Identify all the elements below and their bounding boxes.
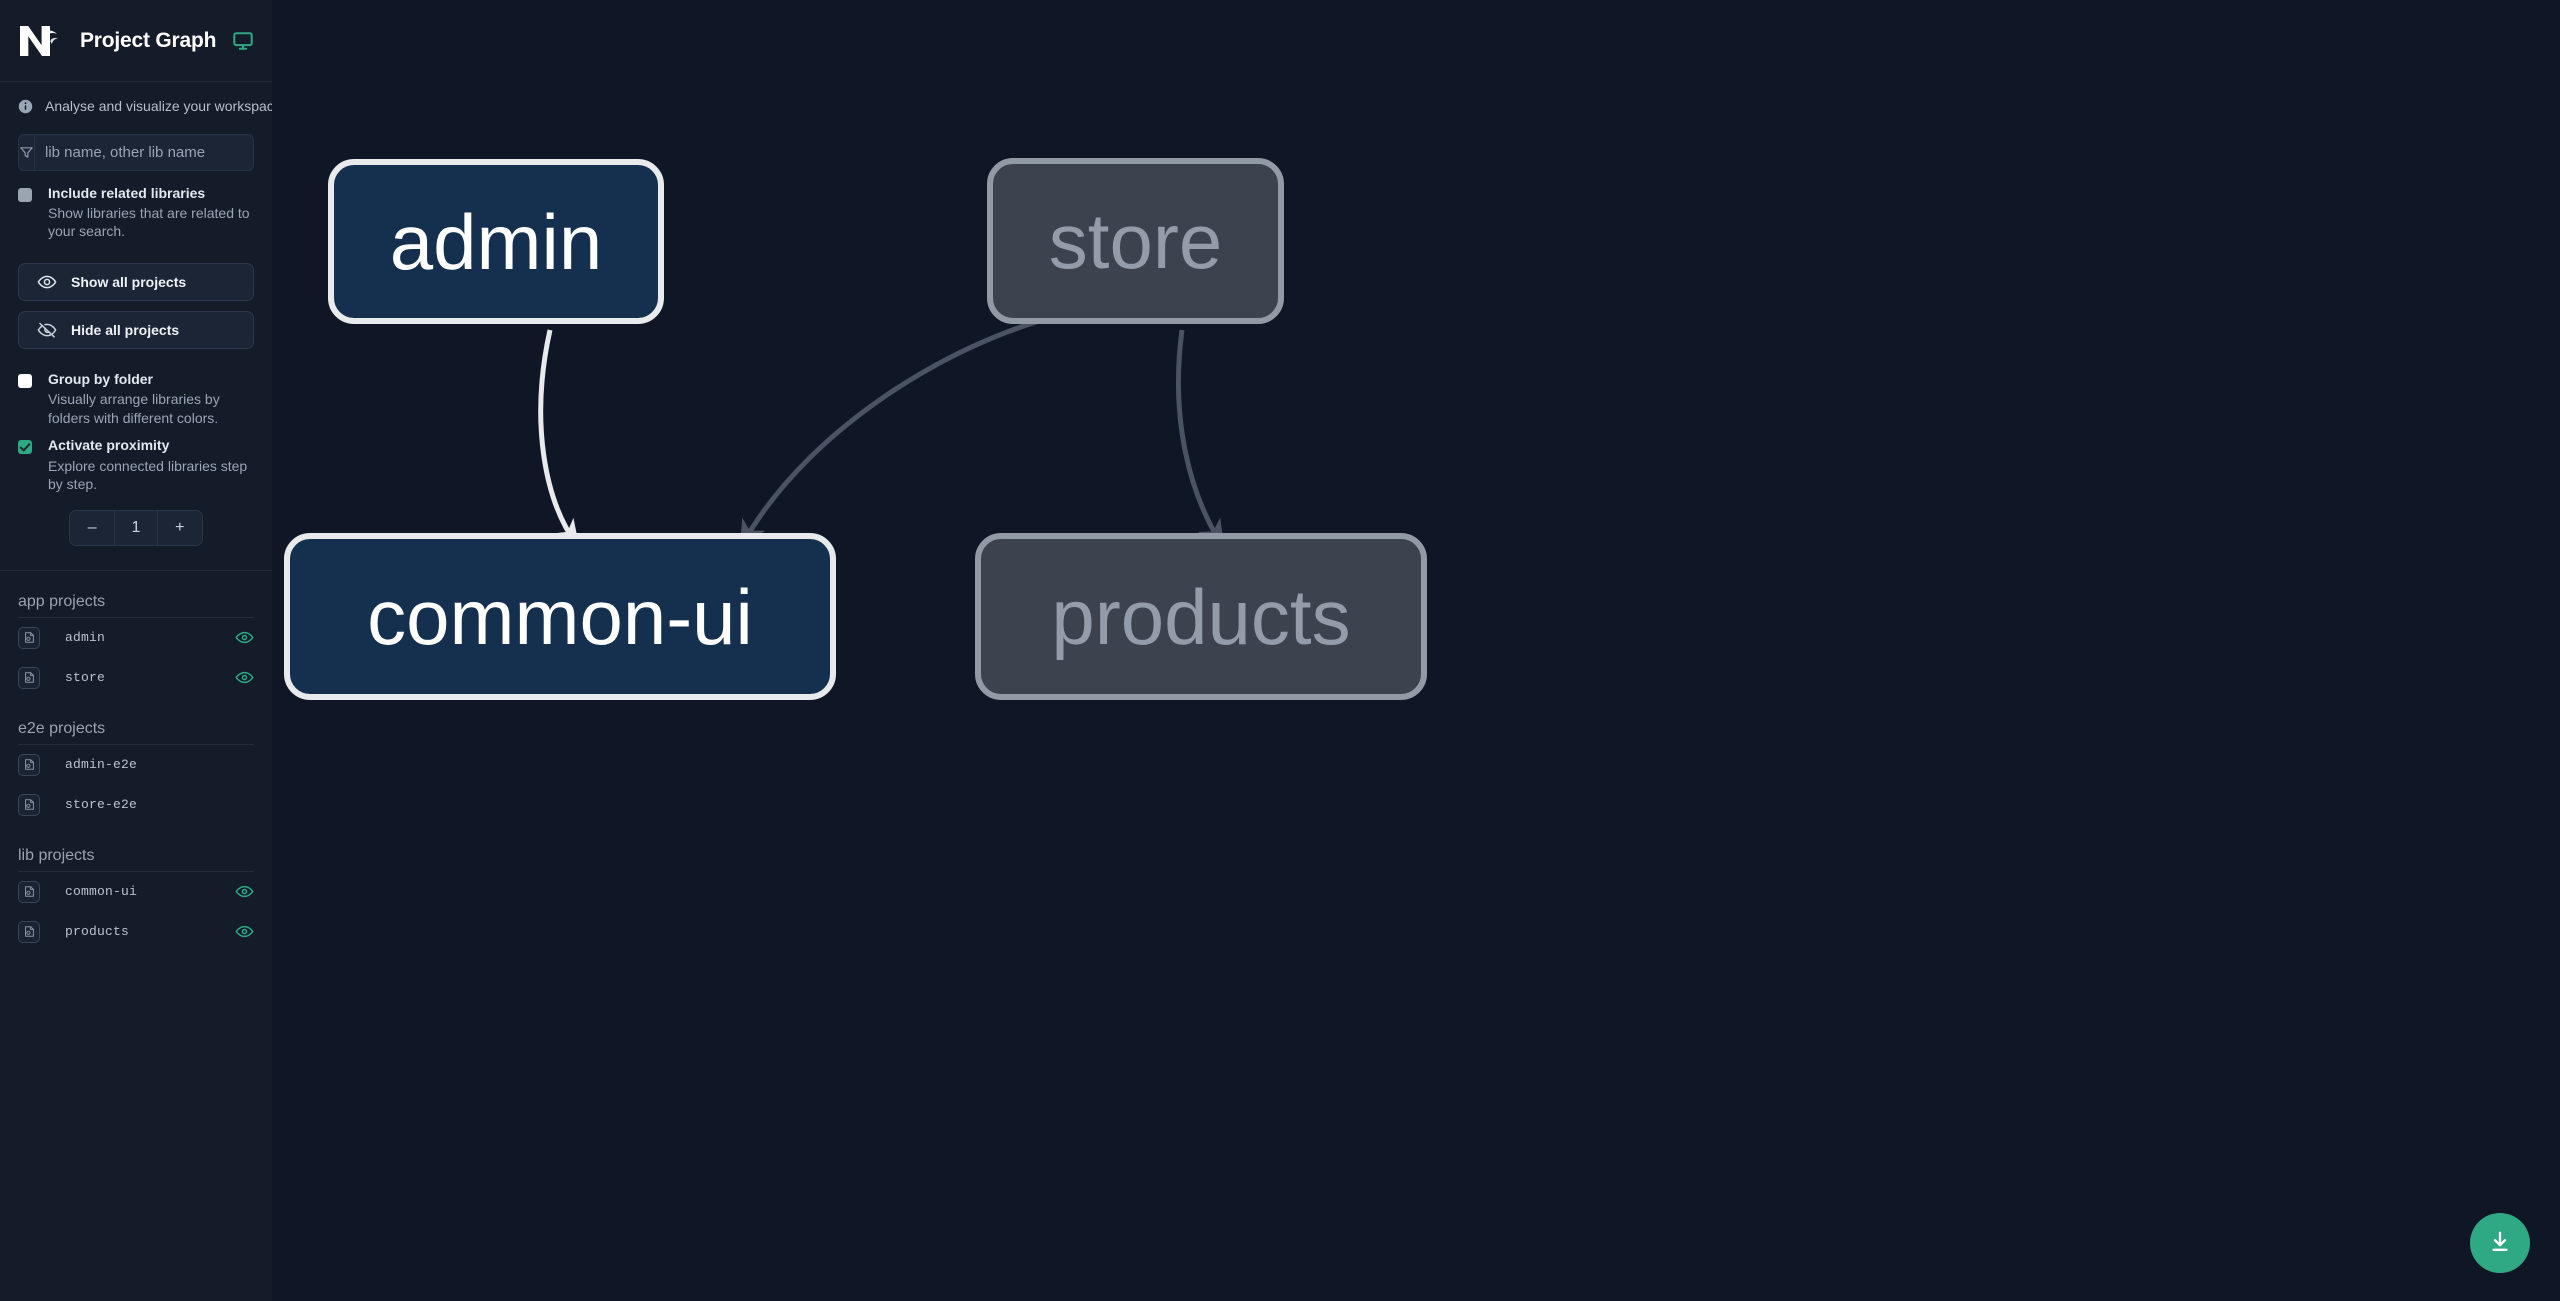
include-related-libraries-description: Show libraries that are related to your … [48, 205, 250, 240]
graph-node-common-ui[interactable]: common-ui [284, 533, 836, 700]
graph-node-store[interactable]: store [987, 158, 1284, 324]
info-icon [18, 99, 33, 114]
sidebar-tagline: Analyse and visualize your workspace. [0, 82, 272, 124]
project-visibility-eye-icon[interactable] [235, 628, 254, 647]
include-related-libraries-checkbox[interactable] [18, 187, 32, 202]
graph-node-products[interactable]: products [975, 533, 1427, 700]
project-icon [18, 793, 40, 816]
option-include-related-libraries[interactable]: Include related libraries Show libraries… [0, 171, 272, 241]
edge-admin-to-common-ui [538, 329, 580, 549]
sidebar-tagline-text: Analyse and visualize your workspace. [45, 98, 272, 114]
proximity-decrement-button[interactable]: – [87, 518, 97, 536]
activate-proximity-description: Explore connected libraries step by step… [48, 457, 248, 493]
monitor-icon[interactable] [232, 30, 254, 52]
project-name: common-ui [65, 884, 138, 900]
nx-logo-icon [18, 22, 62, 60]
show-all-projects-label: Show all projects [71, 273, 187, 290]
project-name: admin [65, 630, 106, 646]
graph-node-admin[interactable]: admin [328, 159, 664, 324]
project-name: store-e2e [65, 797, 138, 813]
option-group-by-folder[interactable]: Group by folder Visually arrange librari… [0, 349, 272, 427]
project-visibility-eye-icon[interactable] [235, 882, 254, 901]
project-name: store [65, 670, 106, 686]
search-input[interactable] [35, 134, 253, 170]
proximity-increment-button[interactable]: + [175, 518, 185, 536]
funnel-icon[interactable] [19, 134, 35, 170]
eye-off-icon [37, 320, 57, 340]
project-group-e2e: e2e projects admin-e2e [0, 698, 272, 825]
sidebar-divider [0, 569, 272, 571]
project-group-title-lib: lib projects [18, 825, 254, 872]
sidebar-header: Project Graph [0, 0, 272, 82]
project-visibility-eye-icon[interactable] [235, 922, 254, 941]
edge-store-to-common-ui [739, 307, 1085, 549]
project-row-store[interactable]: store [18, 658, 254, 698]
project-icon [18, 626, 40, 649]
graph-node-label: store [1048, 197, 1223, 285]
search-container [0, 124, 272, 171]
page-title: Project Graph [80, 28, 217, 52]
activate-proximity-checkbox[interactable] [18, 440, 32, 455]
project-row-store-e2e[interactable]: store-e2e [18, 785, 254, 825]
project-icon [18, 880, 40, 903]
download-graph-button[interactable] [2470, 1213, 2530, 1273]
project-row-products[interactable]: products [18, 912, 254, 952]
project-icon [18, 753, 40, 776]
project-name: products [65, 924, 130, 940]
proximity-stepper: – 1 + [69, 509, 203, 546]
project-icon [18, 920, 40, 943]
eye-icon [37, 272, 57, 292]
show-all-projects-button[interactable]: Show all projects [18, 262, 254, 301]
graph-node-label: common-ui [367, 572, 753, 661]
include-related-libraries-label: Include related libraries [48, 184, 206, 201]
sidebar: Project Graph Analyse and visualize your… [0, 0, 272, 1301]
graph-node-label: admin [389, 197, 603, 286]
option-activate-proximity[interactable]: Activate proximity Explore connected lib… [0, 427, 272, 493]
project-group-lib: lib projects common-ui [0, 825, 272, 952]
project-visibility-eye-icon[interactable] [235, 668, 254, 687]
hide-all-projects-label: Hide all projects [71, 321, 180, 338]
graph-canvas[interactable]: admin store common-ui products [272, 0, 2560, 1301]
group-by-folder-description: Visually arrange libraries by folders wi… [48, 391, 220, 426]
project-icon [18, 666, 40, 689]
project-group-title-e2e: e2e projects [18, 698, 254, 745]
project-row-admin-e2e[interactable]: admin-e2e [18, 745, 254, 785]
activate-proximity-label: Activate proximity [48, 437, 170, 454]
download-icon [2487, 1229, 2513, 1258]
group-by-folder-label: Group by folder [48, 370, 153, 387]
project-row-admin[interactable]: admin [18, 618, 254, 658]
hide-all-projects-button[interactable]: Hide all projects [18, 310, 254, 349]
project-group-app: app projects admin [0, 571, 272, 698]
project-name: admin-e2e [65, 757, 138, 773]
graph-node-label: products [1051, 572, 1351, 661]
project-group-title-app: app projects [18, 571, 254, 618]
edge-store-to-products [1175, 329, 1225, 549]
project-row-common-ui[interactable]: common-ui [18, 872, 254, 912]
search-box[interactable] [18, 133, 254, 171]
group-by-folder-checkbox[interactable] [18, 373, 32, 388]
proximity-value: 1 [114, 510, 158, 545]
